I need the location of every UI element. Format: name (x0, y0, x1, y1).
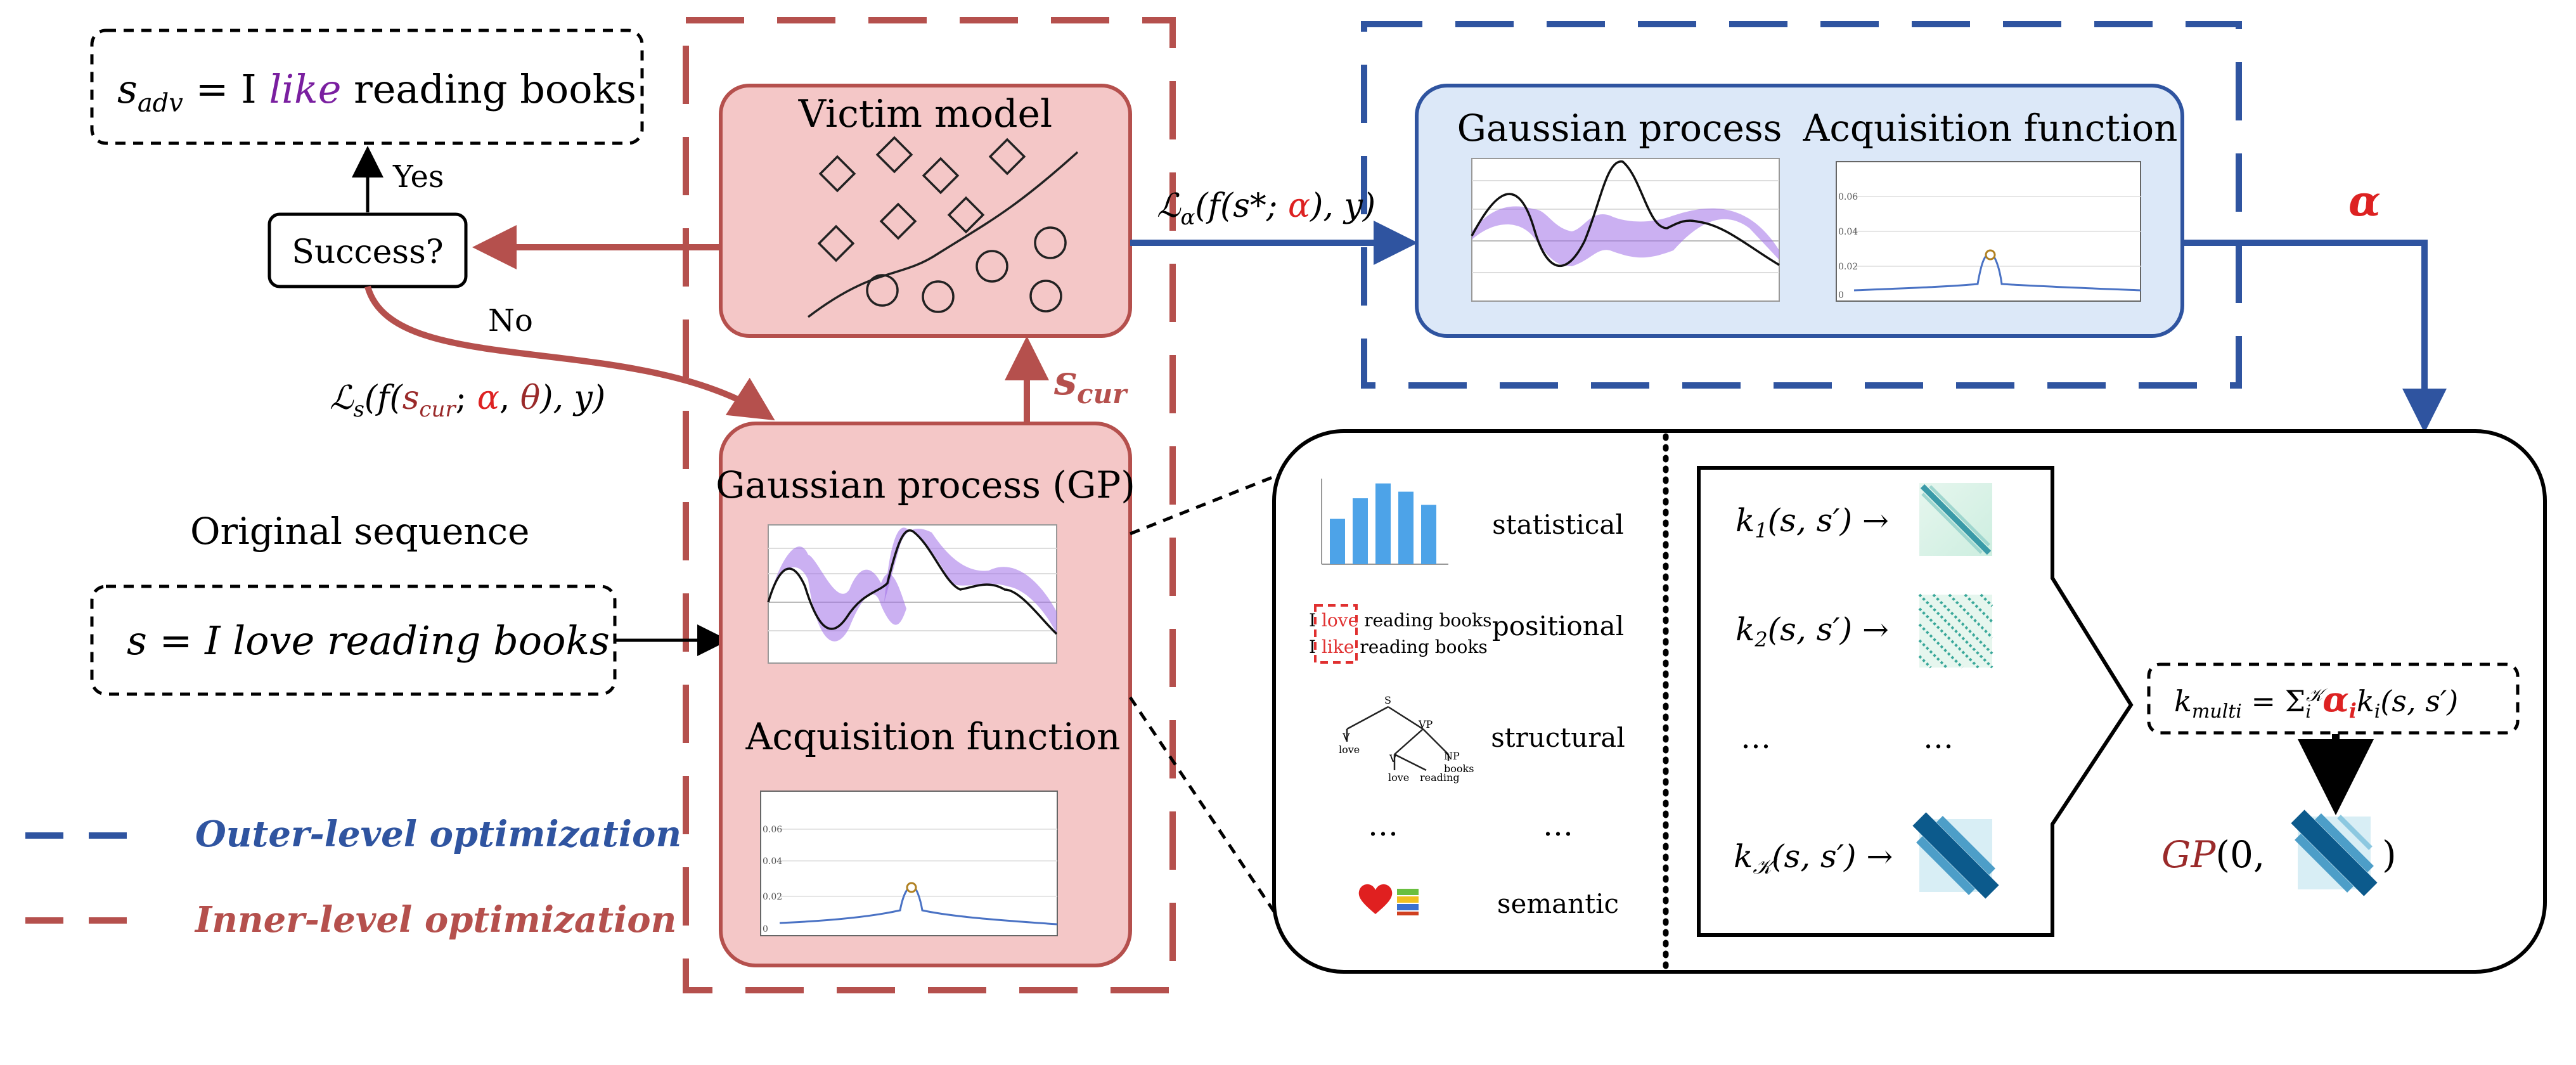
outer-gp-box: Gaussian process Acquisition function 0.… (1415, 84, 2184, 338)
kernel-icon-dots: … (1368, 808, 1398, 843)
s-adv-eq: = I (183, 66, 269, 112)
legend: Outer-level optimization Inner-level opt… (25, 813, 681, 941)
svg-text:S: S (1384, 694, 1391, 706)
statistical-bar (1421, 505, 1436, 564)
kernel-panel: statistical I love reading books I like … (1272, 429, 2547, 974)
victim-model-title: Victim model (798, 92, 1052, 136)
statistical-bar (1375, 483, 1391, 564)
semantic-books-icon (1397, 889, 1419, 915)
original-sequence-title: Original sequence (190, 510, 529, 553)
loss-alpha-label: ℒα(f(s*; α), y) (1157, 187, 1375, 230)
s-adv-like: like (269, 66, 341, 112)
svg-text:I like reading books: I like reading books (1309, 636, 1488, 657)
s-adv-rest: reading books (341, 66, 636, 112)
kernel-label-dots: … (1543, 808, 1573, 843)
outer-level-region (1361, 21, 2242, 389)
kernel-matrix-K (1912, 812, 1999, 899)
s-adv-symbol: s (117, 66, 138, 112)
outer-acq-tick-2: 0.04 (1838, 227, 1858, 237)
inner-acq-tick-3: 0.02 (763, 892, 782, 902)
gp-final-matrix (2291, 810, 2378, 896)
outer-gp-mean (1471, 160, 1780, 268)
kernel-structural-label: structural (1491, 722, 1625, 753)
kernel-k1-label: k1(s, s′) → (1736, 502, 1889, 543)
svg-text:books: books (1444, 763, 1474, 775)
inner-acq-tick-4: 0 (763, 924, 768, 934)
success-box: Success? (267, 212, 468, 288)
svg-text:love: love (1388, 771, 1409, 784)
kernel-semantic-label: semantic (1497, 888, 1619, 919)
inner-acq-tick-2: 0.04 (763, 856, 782, 867)
alpha-arrow (2182, 240, 2447, 433)
kernel-k2-label: k2(s, s′) → (1736, 611, 1889, 652)
inner-acq-tick-1: 0.06 (763, 825, 782, 835)
statistical-bar (1330, 519, 1345, 564)
kmulti-formula: kmulti = Σi𝒦αiki(s, s′) (2174, 679, 2458, 723)
original-sequence-box: s = I love reading books (90, 584, 617, 696)
outer-acq-tick-3: 0.02 (1838, 262, 1858, 272)
success-label: Success? (292, 233, 443, 271)
positional-icon: I love reading books I like reading book… (1309, 604, 1491, 664)
s-adv-box: sadv = I like reading books (90, 29, 644, 145)
zoom-line-bottom (1128, 696, 1276, 913)
svg-text:I love reading books: I love reading books (1309, 610, 1491, 631)
no-label: No (488, 303, 533, 339)
original-sequence-text: s = I love reading books (127, 617, 610, 664)
outer-acq-tick-4: 0 (1838, 290, 1844, 300)
semantic-heart-icon (1358, 884, 1393, 914)
kernel-matrix-dots: … (1923, 720, 1954, 756)
no-loop-arrow (364, 285, 775, 421)
circle-markers (866, 226, 1067, 313)
kernel-kK-label: k𝒦(s, s′) → (1734, 838, 1893, 879)
kmulti-box: kmulti = Σi𝒦αiki(s, s′) (2147, 662, 2520, 735)
inner-gp-title: Gaussian process (GP) (716, 463, 1135, 507)
decision-boundary (807, 151, 1079, 318)
kernel-positional-label: positional (1492, 610, 1624, 642)
inner-gp-box: Gaussian process (GP) Acquisition functi… (716, 422, 1135, 967)
structural-tree-labels: S V love VP V NP books love reading (1339, 694, 1474, 784)
victim-model-box: Victim model (719, 84, 1132, 338)
outer-acq-plot: 0.06 0.04 0.02 0 (1836, 161, 2141, 302)
alpha-label: α (2348, 176, 2381, 226)
outer-acq-title: Acquisition function (1802, 106, 2177, 150)
kernel-row-dots: … (1741, 720, 1771, 756)
svg-text:V: V (1389, 752, 1397, 765)
kernel-block-arrow (1697, 466, 2134, 937)
svg-text:V: V (1342, 731, 1350, 743)
s-cur-label: scur (1053, 357, 1128, 410)
inner-acq-max-marker (906, 882, 917, 893)
outer-acq-tick-1: 0.06 (1838, 192, 1858, 202)
statistical-bar (1398, 491, 1414, 564)
kernel-statistical-label: statistical (1492, 509, 1624, 540)
svg-text:reading: reading (1420, 771, 1460, 784)
inner-level-region (683, 17, 1176, 993)
legend-inner-label: Inner-level optimization (194, 899, 676, 941)
kernel-matrix-1 (1919, 483, 1992, 556)
inner-gp-mean (767, 529, 1058, 635)
outer-gp-title: Gaussian process (1457, 106, 1782, 150)
yes-label: Yes (392, 159, 444, 195)
structural-tree-icon (1346, 706, 1450, 771)
svg-text:sadv = I like reading books: sadv = I like reading books (117, 66, 636, 118)
diamond-markers (817, 136, 1026, 262)
legend-outer-label: Outer-level optimization (195, 813, 681, 855)
inner-acq-plot: 0.06 0.04 0.02 0 (760, 791, 1058, 936)
gp-final-label: GP(0, (2161, 833, 2265, 876)
svg-text:love: love (1339, 744, 1360, 756)
inner-acq-title: Acquisition function (745, 715, 1120, 758)
s-adv-sub: adv (138, 89, 183, 118)
outer-gp-plot (1471, 158, 1780, 302)
loss-s-label: ℒs(f(scur; α, θ), y) (330, 379, 605, 422)
svg-text:NP: NP (1444, 750, 1460, 762)
statistical-bar (1353, 498, 1368, 564)
statistical-icon (1321, 479, 1448, 565)
gp-final-close: ) (2382, 833, 2397, 876)
inner-gp-plot (767, 524, 1058, 664)
kernel-matrix-2 (1918, 593, 1993, 669)
svg-text:VP: VP (1418, 718, 1433, 730)
outer-acq-max-marker (1985, 249, 1996, 261)
zoom-line-top (1130, 467, 1294, 536)
